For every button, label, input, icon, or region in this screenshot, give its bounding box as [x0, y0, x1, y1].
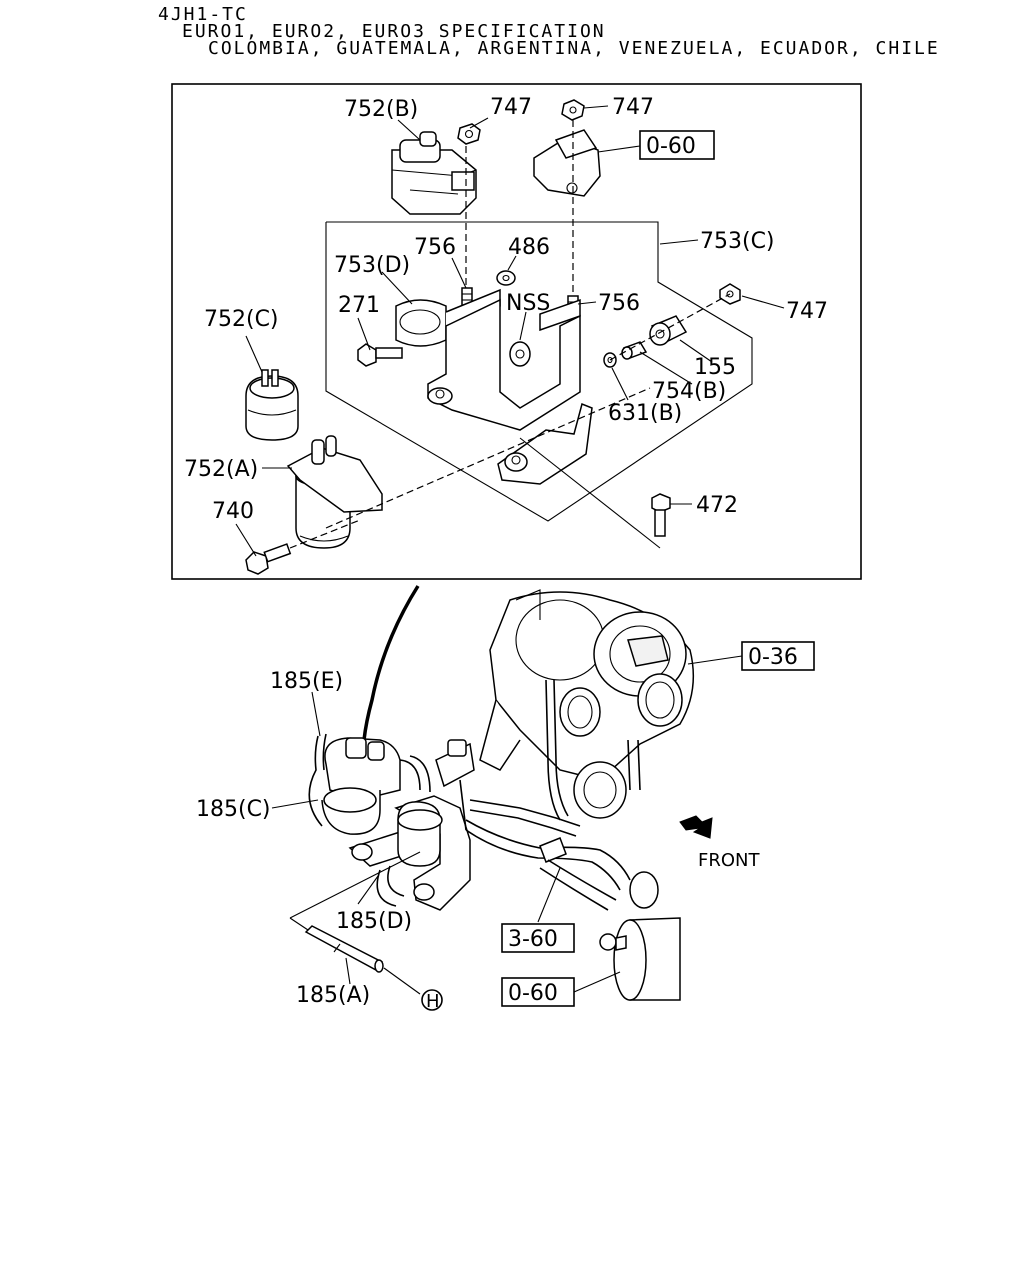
- callout-185c: 185(C): [196, 797, 271, 822]
- callout-753d: 753(D): [334, 253, 410, 278]
- detail-link-curve: [362, 585, 420, 741]
- nut-747-a: [457, 123, 481, 145]
- bolt-472: [651, 493, 671, 537]
- valve-cluster: [321, 737, 475, 911]
- ref-3-60: 3-60: [508, 927, 558, 952]
- callout-nss: NSS: [506, 291, 550, 316]
- hose-connection: [539, 837, 659, 911]
- bolt-740: [245, 543, 292, 575]
- clamp-753d: [395, 288, 501, 347]
- bolt-271: [357, 343, 403, 367]
- callout-472: 472: [696, 493, 738, 518]
- pressure-sensor: [533, 129, 601, 197]
- assembly-line-740: [289, 519, 361, 549]
- collar-754b: [621, 341, 648, 360]
- callout-747-c: 747: [786, 299, 828, 324]
- vacuum-hoses: [308, 733, 631, 907]
- callout-756-a: 756: [414, 235, 456, 260]
- turbocharger: [479, 589, 695, 819]
- valve-752c: [245, 369, 299, 441]
- assembly-line-a: [325, 387, 651, 529]
- callout-754b: 754(B): [652, 379, 726, 404]
- front-label: FRONT: [698, 850, 760, 871]
- ref-0-60-a: 0-60: [646, 134, 696, 159]
- assembly-line-747c: [609, 293, 731, 361]
- rubber-mount-155: [649, 315, 688, 346]
- ref-0-60-b: 0-60: [508, 981, 558, 1006]
- ref-box-0-60-a: [639, 130, 715, 160]
- callout-740: 740: [212, 499, 254, 524]
- ref-box-0-60-b: [501, 977, 575, 1007]
- front-arrow-icon: [679, 815, 713, 839]
- callout-752b: 752(B): [344, 97, 418, 122]
- callout-752c: 752(C): [204, 307, 279, 332]
- callout-752a: 752(A): [184, 457, 258, 482]
- callout-747-a: 747: [490, 95, 532, 120]
- ref-box-3-60: [501, 923, 575, 953]
- callout-631b: 631(B): [608, 401, 682, 426]
- intake-cylinder: [599, 917, 681, 1001]
- assembly-line-472: [519, 437, 661, 549]
- ref-box-0-36: [741, 641, 815, 671]
- nut-747-b: [561, 99, 585, 121]
- bracket-assembly-outline: [325, 221, 753, 522]
- marker-h: H: [426, 991, 440, 1012]
- washer-486: [496, 270, 516, 286]
- pipe-185a: [304, 925, 384, 973]
- specification-line: EURO1, EURO2, EURO3 SPECIFICATION: [182, 21, 606, 42]
- callout-747-b: 747: [612, 95, 654, 120]
- marker-h-circle: [421, 989, 443, 1011]
- valve-752a: [286, 435, 383, 549]
- lower-bracket: [497, 402, 593, 485]
- diagram-header: 4JH1-TC EURO1, EURO2, EURO3 SPECIFICATIO…: [0, 0, 1024, 70]
- engine-model: 4JH1-TC: [158, 4, 248, 25]
- callout-185d: 185(D): [336, 909, 412, 934]
- callout-185a: 185(A): [296, 983, 370, 1008]
- callout-753c: 753(C): [700, 229, 775, 254]
- assembly-line-185: [289, 851, 421, 919]
- ref-0-36: 0-36: [748, 645, 798, 670]
- callout-185e: 185(E): [270, 669, 343, 694]
- callout-756-b: 756: [598, 291, 640, 316]
- market-countries: COLOMBIA, GUATEMALA, ARGENTINA, VENEZUEL…: [208, 38, 940, 59]
- detail-frame: [171, 83, 862, 580]
- valve-752b: [391, 131, 477, 215]
- callout-486: 486: [508, 235, 550, 260]
- mounting-bracket: [427, 298, 581, 431]
- turbo-hoses: [545, 679, 641, 821]
- callout-271: 271: [338, 293, 380, 318]
- callout-155: 155: [694, 355, 736, 380]
